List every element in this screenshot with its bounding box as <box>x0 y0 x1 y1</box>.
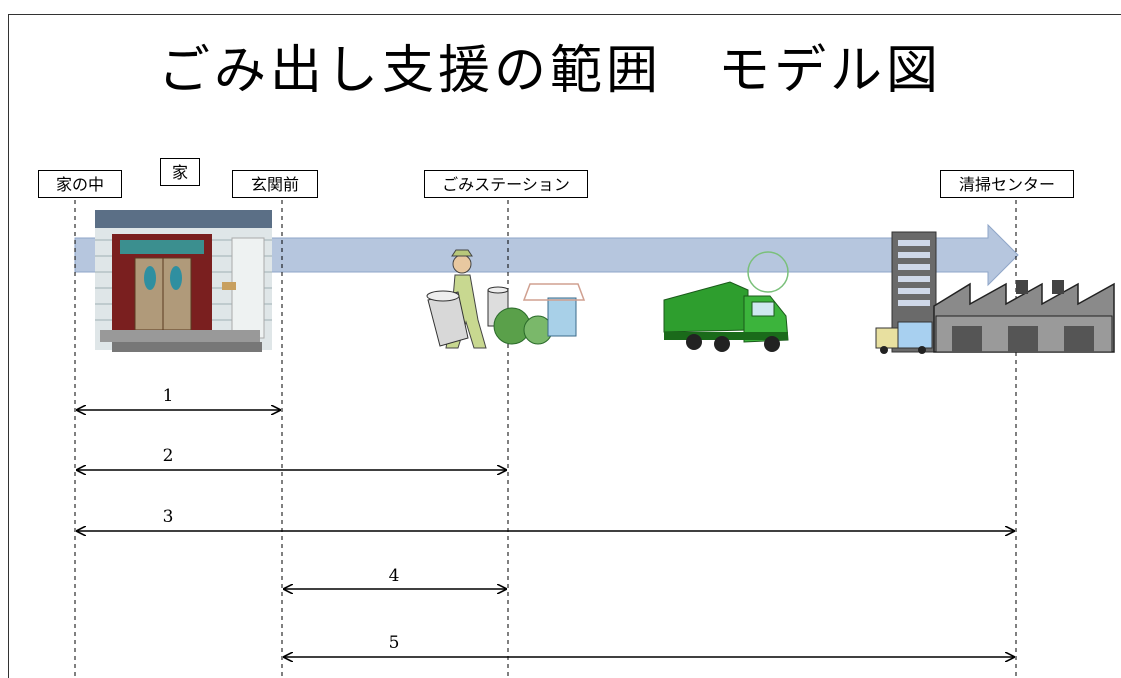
range-number-1: 1 <box>162 386 174 406</box>
frame-left-border <box>8 14 9 678</box>
garbage-collector-icon <box>426 249 586 349</box>
house-entrance-icon <box>95 210 272 352</box>
range-number-5: 5 <box>388 633 400 653</box>
label-center: 清掃センター <box>940 170 1074 198</box>
label-entrance: 玄関前 <box>232 170 318 198</box>
range-number-3: 3 <box>162 507 174 527</box>
frame-top-border <box>8 14 1121 15</box>
label-station: ごみステーション <box>424 170 588 198</box>
range-number-2: 2 <box>162 446 174 466</box>
factory-icon <box>875 231 1115 354</box>
label-house-inside: 家の中 <box>38 170 122 198</box>
page-title: ごみ出し支援の範囲 モデル図 <box>157 41 942 101</box>
garbage-truck-icon <box>663 251 789 352</box>
range-number-4: 4 <box>388 566 400 586</box>
label-house: 家 <box>160 158 200 186</box>
